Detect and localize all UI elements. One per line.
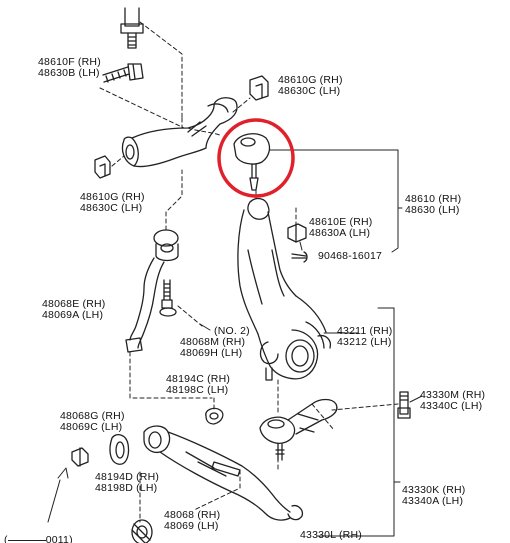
stabilizer-nut-part	[71, 447, 89, 467]
label-48068m: (NO. 2)48068M (RH)48069H (LH)	[180, 325, 250, 359]
castle-nut-part	[287, 223, 307, 243]
label-48610e: 48610E (RH)48630A (LH)	[309, 216, 373, 239]
assembly-centerlines	[129, 117, 297, 523]
highlight-circle	[217, 118, 295, 198]
lower-ball-joint-part	[259, 398, 338, 461]
label-48068e: 48068E (RH)48069A (LH)	[42, 298, 106, 321]
link-bolt-part	[159, 279, 177, 317]
label-48610g-top: 48610G (RH)48630C (LH)	[278, 74, 343, 97]
lower-bushing-part	[131, 519, 153, 543]
label-43330m: 43330M (RH)43340C (LH)	[420, 389, 486, 412]
lower-control-arm-part	[143, 425, 304, 521]
upper-bushing-left-part	[94, 155, 111, 179]
label-48194d: 48194D (RH)48198D (LH)	[95, 471, 160, 494]
label-48194c: 48194C (RH)48198C (LH)	[166, 373, 231, 396]
label-43330k: 43330K (RH)43340A (LH)	[402, 484, 466, 507]
link-washer-part	[205, 407, 224, 425]
label-48610f: 48610F (RH)48630B (LH)	[38, 56, 101, 79]
upper-arm-bolt-part	[102, 63, 144, 83]
top-bolt-part	[120, 7, 144, 49]
label-48068g: 48068G (RH)48069C (LH)	[60, 410, 125, 433]
label-48610: 48610 (RH)48630 (LH)	[405, 193, 462, 216]
lower-arm-bushing-part	[109, 433, 130, 465]
label-43211: 43211 (RH)43212 (LH)	[337, 325, 393, 348]
ball-joint-bolt-part	[397, 391, 411, 419]
label-43330l: 43330L (RH)	[300, 529, 362, 541]
label-0011: (0011)	[4, 534, 73, 543]
label-48068: 48068 (RH)48069 (LH)	[164, 509, 221, 532]
upper-control-arm-part	[121, 97, 238, 168]
upper-ball-joint-part	[233, 133, 271, 191]
steering-knuckle-part	[237, 197, 332, 381]
cotter-pin-part	[291, 251, 308, 263]
upper-bushing-top-part	[249, 75, 269, 101]
callout-leader-lines	[47, 149, 423, 537]
stabilizer-link-part	[125, 229, 179, 353]
label-90468: 90468-16017	[318, 250, 383, 262]
label-48610g-left: 48610G (RH)48630C (LH)	[80, 191, 145, 214]
